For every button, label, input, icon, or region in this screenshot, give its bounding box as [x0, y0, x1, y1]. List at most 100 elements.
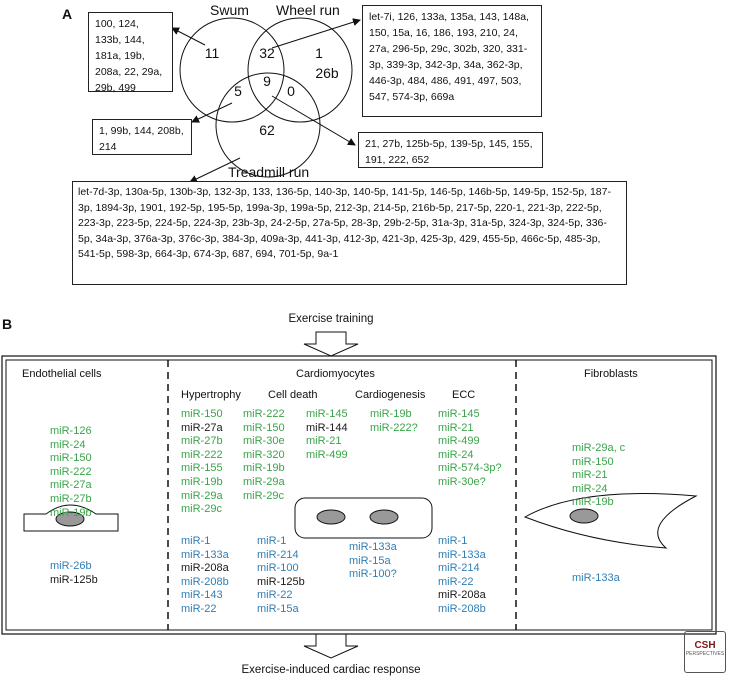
count-wheel-only: 1 [315, 45, 323, 61]
mirna-item: miR-222 [181, 448, 223, 461]
mirna-item: miR-22 [438, 575, 474, 588]
mirna-item: miR-100? [349, 568, 397, 581]
mirna-item: miR-19b [243, 462, 285, 475]
mirna-item: miR-15a [349, 554, 391, 567]
mirna-item: miR-22 [257, 589, 293, 602]
mirna-item: miR-15a [257, 602, 299, 615]
count-swum-only: 11 [204, 45, 220, 61]
venn-label-swum: Swum [210, 2, 249, 18]
venn-label-treadmill-run: Treadmill run [228, 164, 310, 180]
cardiomyocyte-nucleus-2 [369, 509, 399, 525]
mirna-item: miR-1 [181, 535, 211, 547]
venn-circle-treadmill-run [215, 72, 321, 178]
venn-circle-swum [179, 17, 285, 123]
mirna-item: miR-24 [438, 448, 474, 461]
csh-perspectives-logo: CSH PERSPECTIVES [684, 631, 726, 673]
mirna-item: miR-150 [181, 408, 223, 420]
mirna-item: miR-150 [243, 421, 285, 434]
logo-text-perspectives: PERSPECTIVES [685, 651, 725, 657]
mirna-item: miR-21 [572, 469, 608, 482]
mirna-item: miR-30e? [438, 475, 486, 488]
panel-a-label: A [62, 6, 73, 22]
fibroblast-nucleus [569, 508, 599, 524]
mirna-item: miR-27b [181, 435, 223, 448]
mirna-item: miR-208b [181, 575, 229, 588]
venn-circle-wheel-run [247, 17, 353, 123]
arrow-swum-only [171, 27, 206, 46]
mirna-item: miR-30e [243, 435, 285, 448]
mirna-item: miR-27b [50, 492, 92, 505]
mirna-item: miR-29a, c [572, 442, 626, 454]
box-swum-treadmill: 1, 99b, 144, 208b, 214 [92, 119, 192, 155]
output-arrow [303, 633, 359, 659]
mirna-item: miR-222? [370, 421, 418, 434]
mirna-item: miR-21 [438, 421, 474, 434]
panel-b-outer-frame [1, 355, 717, 635]
mirna-item: miR-150 [50, 452, 92, 465]
mirna-item: miR-214 [438, 562, 480, 575]
input-arrow [303, 331, 359, 357]
mirna-item: miR-26b [50, 560, 92, 572]
panel-b-label: B [2, 316, 13, 332]
mirna-item: miR-29c [181, 503, 222, 516]
column-cardiogenesis: Cardiogenesis [355, 389, 426, 401]
mirna-item: miR-499 [438, 435, 480, 448]
mirna-item: miR-150 [572, 455, 614, 468]
mirna-item: miR-27a [50, 479, 92, 492]
mirna-item: miR-208a [438, 589, 486, 602]
mirna-item: miR-125b [50, 573, 98, 586]
fibroblast-shape [523, 493, 698, 549]
mirna-item: miR-19b [181, 475, 223, 488]
mirna-item: miR-29a [243, 475, 285, 488]
mirna-item: miR-19b [572, 496, 614, 509]
mirna-item: miR-125b [257, 575, 305, 588]
arrow-treadmill-only [189, 157, 241, 183]
mirna-item: miR-208b [438, 602, 486, 615]
mirna-item: miR-29c [243, 489, 284, 502]
mirna-item: miR-19b [370, 408, 412, 420]
endothelial-nucleus [55, 511, 85, 527]
arrow-swum-treadmill [191, 102, 233, 123]
box-all-three: 21, 27b, 125b-5p, 139-5p, 145, 155, 191,… [358, 132, 543, 168]
mirna-item: miR-145 [306, 408, 348, 420]
section-fibroblasts: Fibroblasts [584, 368, 638, 380]
venn-label-wheel-run: Wheel run [276, 2, 340, 18]
mirna-item: miR-214 [257, 548, 299, 561]
mirna-item: miR-155 [181, 462, 223, 475]
mirna-item: miR-100 [257, 562, 299, 575]
box-swum-only: 100, 124, 133b, 144, 181a, 19b, 208a, 22… [88, 12, 173, 94]
exercise-training-label: Exercise training [288, 313, 374, 325]
mirna-item: miR-222 [50, 465, 92, 478]
mirna-item: miR-1 [257, 535, 287, 547]
mirna-item: miR-222 [243, 408, 285, 420]
mirna-item: miR-145 [438, 408, 480, 420]
mirna-item: miR-126 [50, 425, 92, 437]
cardiomyocyte-nucleus-1 [316, 509, 346, 525]
mirna-item: miR-19b [50, 506, 92, 519]
count-treadmill-only: 62 [259, 122, 275, 138]
mirna-item: miR-144 [306, 421, 348, 434]
box-swum-wheel: let-7i, 126, 133a, 135a, 143, 148a, 150,… [362, 5, 542, 117]
column-hypertrophy: Hypertrophy [181, 389, 241, 401]
mirna-item: miR-24 [572, 482, 608, 495]
column-cell-death: Cell death [268, 389, 318, 401]
logo-text-csh: CSH [694, 640, 716, 651]
fibroblast-downregulated-list: miR-133a [572, 572, 620, 586]
mirna-item: miR-1 [438, 535, 468, 547]
mirna-item: miR-133a [572, 572, 620, 584]
mirna-item: miR-143 [181, 589, 223, 602]
mirna-item: miR-133a [181, 548, 229, 561]
count-wheel-extra: 26b [315, 65, 339, 81]
mirna-item: miR-22 [181, 602, 217, 615]
count-wheel-treadmill: 0 [287, 83, 295, 99]
box-treadmill-only: let-7d-3p, 130a-5p, 130b-3p, 132-3p, 133… [72, 181, 627, 285]
